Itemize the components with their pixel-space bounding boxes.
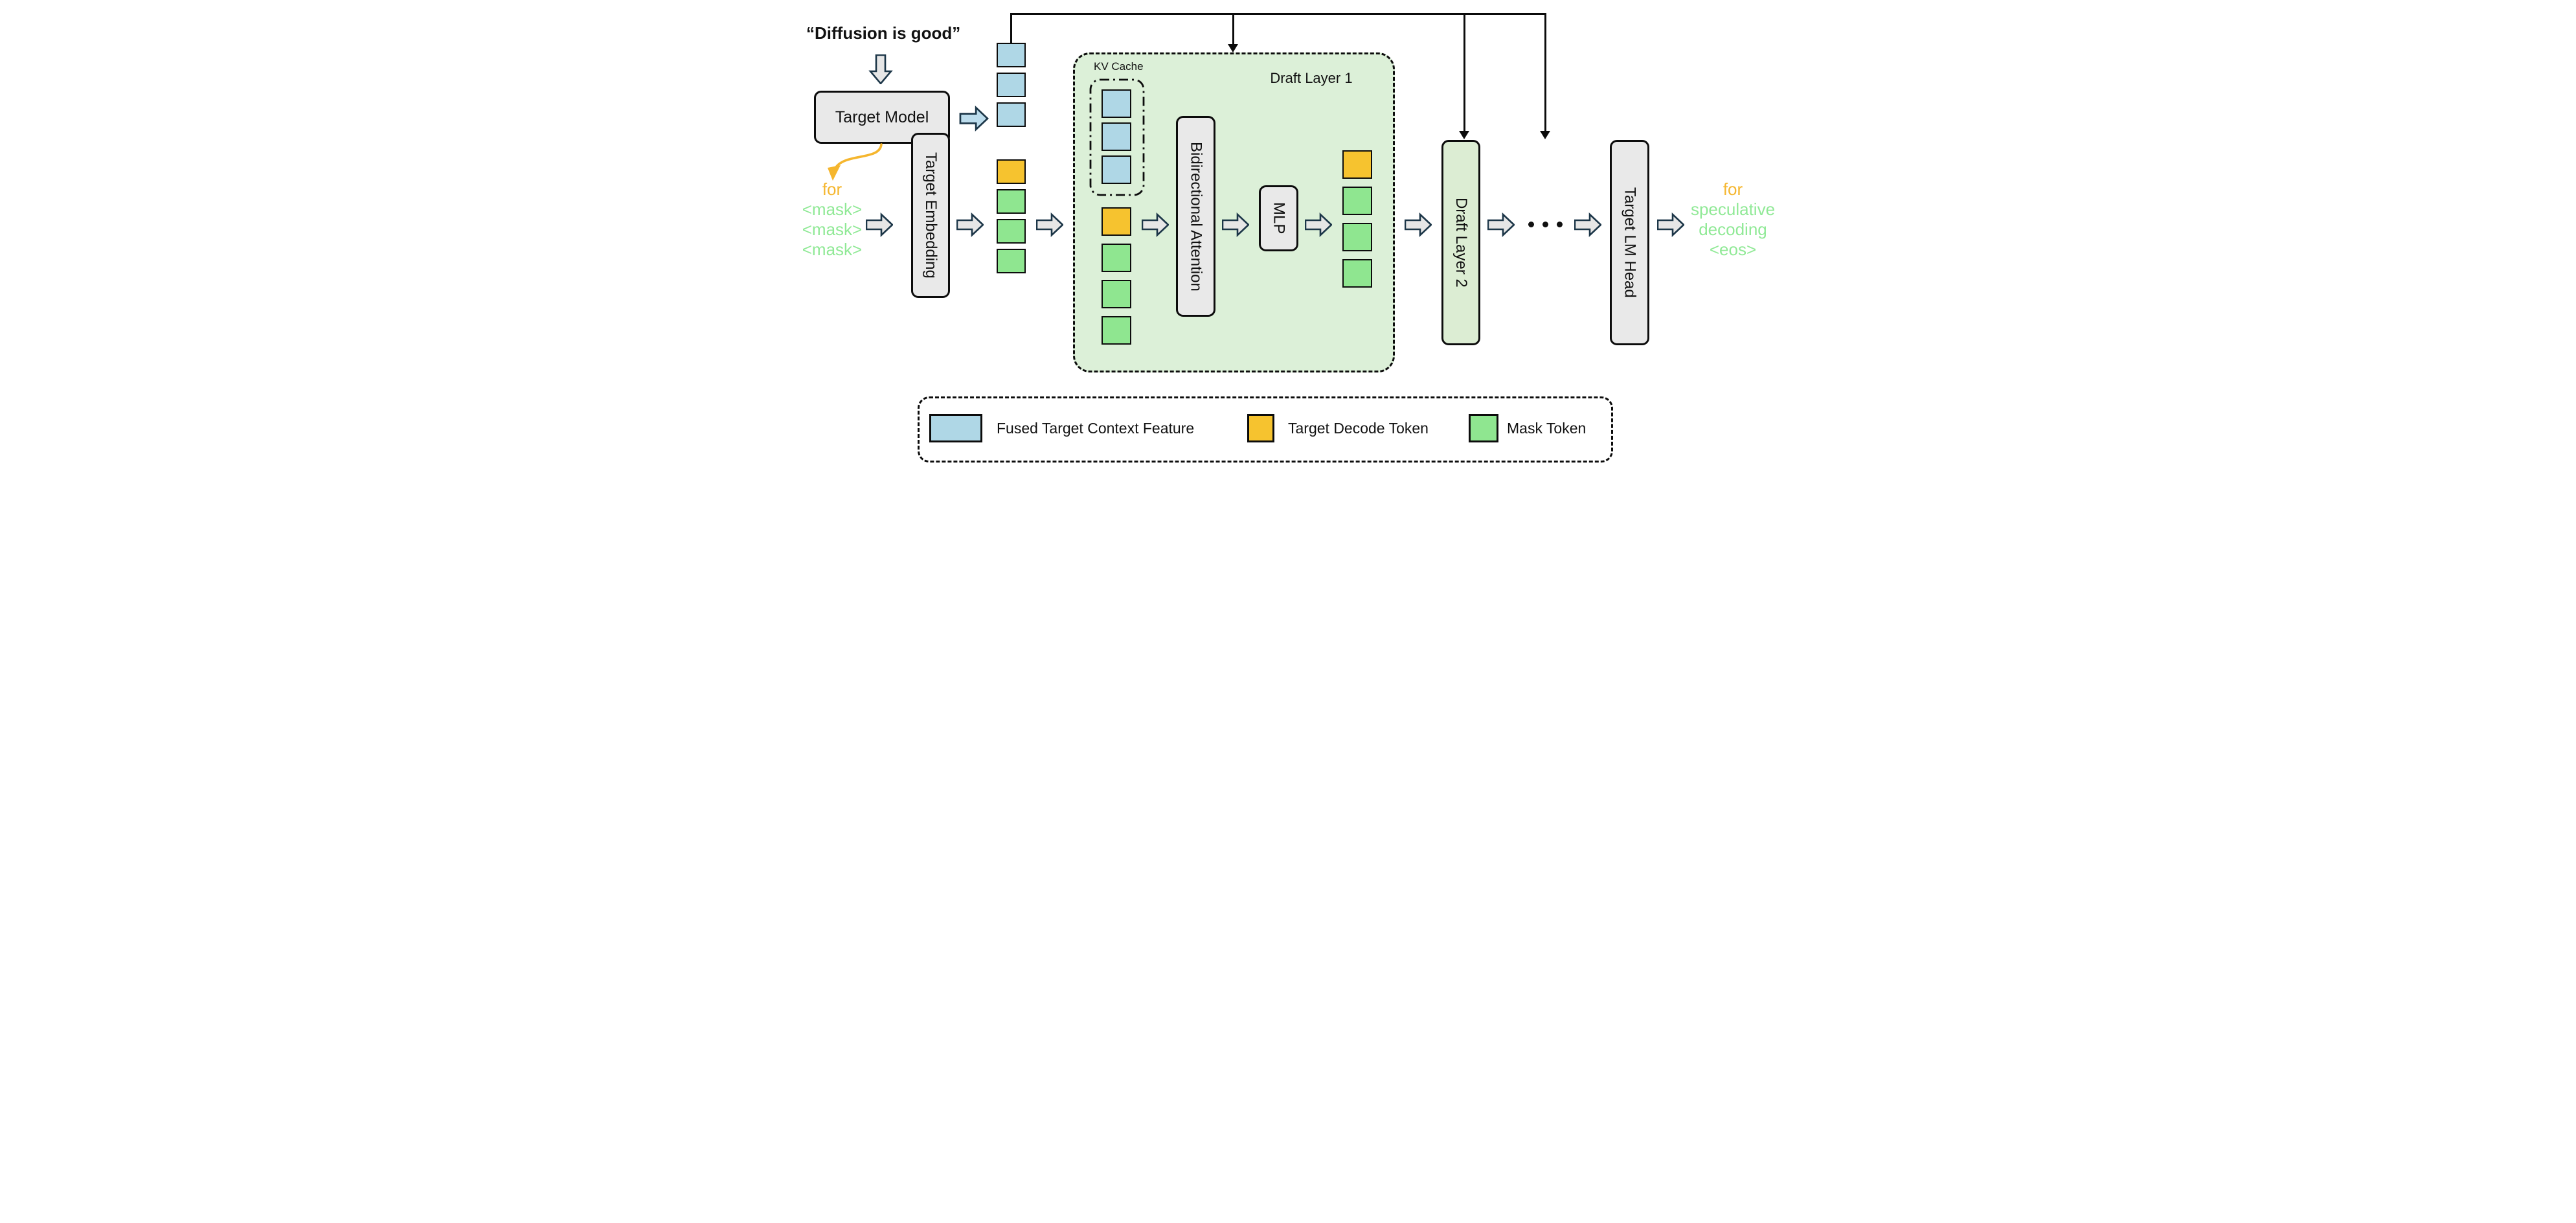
- draft-layer-2-box: Draft Layer 2: [1441, 140, 1480, 345]
- legend-swatch-mask-token: [1469, 414, 1498, 442]
- arrowhead-into-draft-layer-1: [1228, 44, 1238, 52]
- target-model-label: Target Model: [835, 108, 929, 126]
- right-arrow-icon: [1142, 212, 1169, 237]
- green-token: [1102, 316, 1131, 345]
- ellipsis-dot: [1557, 222, 1563, 227]
- down-arrow-icon: [868, 54, 893, 84]
- line-drop-to-draft-layer-2: [1463, 13, 1465, 131]
- target-model-box: Target Model: [814, 91, 950, 144]
- blue-right-arrow-icon: [959, 106, 989, 131]
- kv-cache-token-column: [1102, 89, 1131, 189]
- target-embedding-label: Target Embedding: [922, 152, 940, 279]
- right-arrow-icon: [1405, 212, 1432, 237]
- input-decode-token: for: [822, 179, 842, 199]
- legend-label: Target Decode Token: [1288, 419, 1429, 437]
- green-token: [1342, 259, 1372, 288]
- output-predicted-token: decoding: [1699, 220, 1767, 239]
- input-token-text: for <mask> <mask> <mask>: [795, 179, 870, 260]
- blue-token: [1102, 89, 1131, 118]
- right-arrow-icon: [1036, 212, 1063, 237]
- kv-cache-label: KV Cache: [1094, 60, 1144, 73]
- right-arrow-icon: [1657, 212, 1684, 237]
- blue-token: [1102, 155, 1131, 184]
- arrowhead-into-draft-layer-2: [1459, 131, 1469, 139]
- blue-token: [997, 73, 1026, 97]
- prompt-text: “Diffusion is good”: [806, 23, 961, 43]
- output-decode-token: for: [1723, 179, 1743, 199]
- draft-output-token-column: [1342, 150, 1372, 295]
- blue-token: [997, 43, 1026, 67]
- blue-token: [1102, 122, 1131, 151]
- output-eos-token: <eos>: [1709, 240, 1757, 259]
- output-predicted-token: speculative: [1690, 200, 1776, 219]
- decode-token-curve: [828, 143, 883, 181]
- legend-swatch-fused-target-context-feature: [929, 414, 982, 442]
- right-arrow-icon: [1574, 212, 1601, 237]
- line-drop-to-embedded-column: [1010, 13, 1012, 43]
- legend-swatch-target-decode-token: [1247, 414, 1274, 442]
- line-drop-to-next-layers: [1544, 13, 1546, 131]
- legend-label: Mask Token: [1507, 419, 1587, 437]
- orange-token: [997, 159, 1026, 184]
- diagram-canvas: “Diffusion is good” Target Model for <ma…: [783, 0, 1793, 479]
- orange-token: [1342, 150, 1372, 179]
- input-mask-token: <mask>: [802, 200, 863, 219]
- right-arrow-icon: [1305, 212, 1332, 237]
- target-embedding-box: Target Embedding: [911, 133, 950, 298]
- right-arrow-icon: [956, 212, 984, 237]
- output-token-text: for speculative decoding <eos>: [1684, 179, 1781, 260]
- green-token: [1342, 223, 1372, 251]
- blue-token: [997, 102, 1026, 127]
- green-token: [997, 219, 1026, 244]
- arrowhead-into-next-layers: [1540, 131, 1550, 139]
- legend-label: Fused Target Context Feature: [997, 419, 1195, 437]
- bidirectional-attention-box: Bidirectional Attention: [1176, 116, 1215, 317]
- right-arrow-icon: [866, 212, 893, 237]
- green-token: [997, 189, 1026, 214]
- input-mask-token: <mask>: [802, 240, 863, 259]
- orange-token: [1102, 207, 1131, 236]
- draft-layer-1-title: Draft Layer 1: [1270, 70, 1353, 86]
- bidirectional-attention-label: Bidirectional Attention: [1187, 141, 1205, 291]
- right-arrow-icon: [1222, 212, 1249, 237]
- green-token: [1102, 244, 1131, 272]
- top-feedback-line: [1010, 13, 1546, 15]
- target-lm-head-box: Target LM Head: [1610, 140, 1649, 345]
- input-mask-token: <mask>: [802, 220, 863, 239]
- right-arrow-icon: [1487, 212, 1515, 237]
- green-token: [1342, 187, 1372, 215]
- target-lm-head-label: Target LM Head: [1621, 187, 1639, 298]
- ellipsis-dot: [1542, 222, 1548, 227]
- mlp-box: MLP: [1259, 185, 1298, 251]
- green-token: [1102, 280, 1131, 308]
- draft-layer-2-label: Draft Layer 2: [1452, 198, 1470, 288]
- kv-cache-box: [1089, 78, 1145, 196]
- ellipsis-dot: [1528, 222, 1534, 227]
- mlp-label: MLP: [1270, 202, 1288, 234]
- line-drop-to-draft-layer-1: [1232, 13, 1234, 45]
- green-token: [997, 249, 1026, 273]
- embedded-token-column: [997, 43, 1026, 279]
- draft-input-token-column: [1102, 207, 1131, 352]
